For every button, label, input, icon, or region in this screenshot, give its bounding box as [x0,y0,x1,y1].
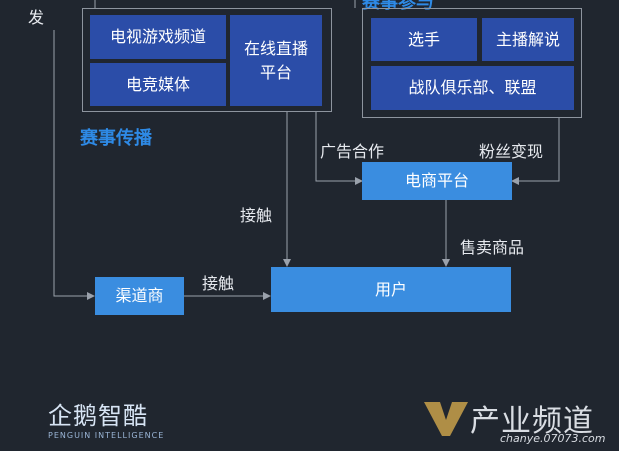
participant-group [362,8,582,118]
label-contact-channel: 接触 [202,274,235,293]
watermark-v-icon [424,398,468,438]
node-esports-media: 电竞媒体 [90,63,226,106]
broadcast-group-title: 赛事传播 [80,128,152,149]
label-ad-cooperation: 广告合作 [320,142,385,161]
broadcast-group [82,8,332,112]
label-contact-top: 接触 [240,206,273,225]
v-shape-icon [424,402,468,436]
node-live-platform: 在线直播平台 [230,15,322,106]
node-channel-dealer: 渠道商 [95,277,184,315]
label-sell-goods: 售卖商品 [460,238,525,257]
node-ecommerce-platform: 电商平台 [362,162,512,200]
node-team-club-league: 战队俱乐部、联盟 [371,66,574,110]
penguin-logo-text: 企鹅智酷 [48,402,148,430]
watermark-url: chanye.07073.com [500,432,606,445]
node-user: 用户 [271,267,511,312]
node-player: 选手 [371,18,477,61]
node-tv-game-channel: 电视游戏频道 [90,15,226,59]
left-edge-label: 发 [28,8,45,27]
label-fan-monetization: 粉丝变现 [479,142,544,161]
penguin-logo-subtitle: PENGUIN INTELLIGENCE [48,431,165,440]
node-streamer-commentator: 主播解说 [482,18,574,61]
participant-group-title: 赛事参与 [362,0,434,13]
watermark-text: 产业频道 [470,404,594,439]
penguin-intelligence-logo: 企鹅智酷 PENGUIN INTELLIGENCE [48,396,168,444]
